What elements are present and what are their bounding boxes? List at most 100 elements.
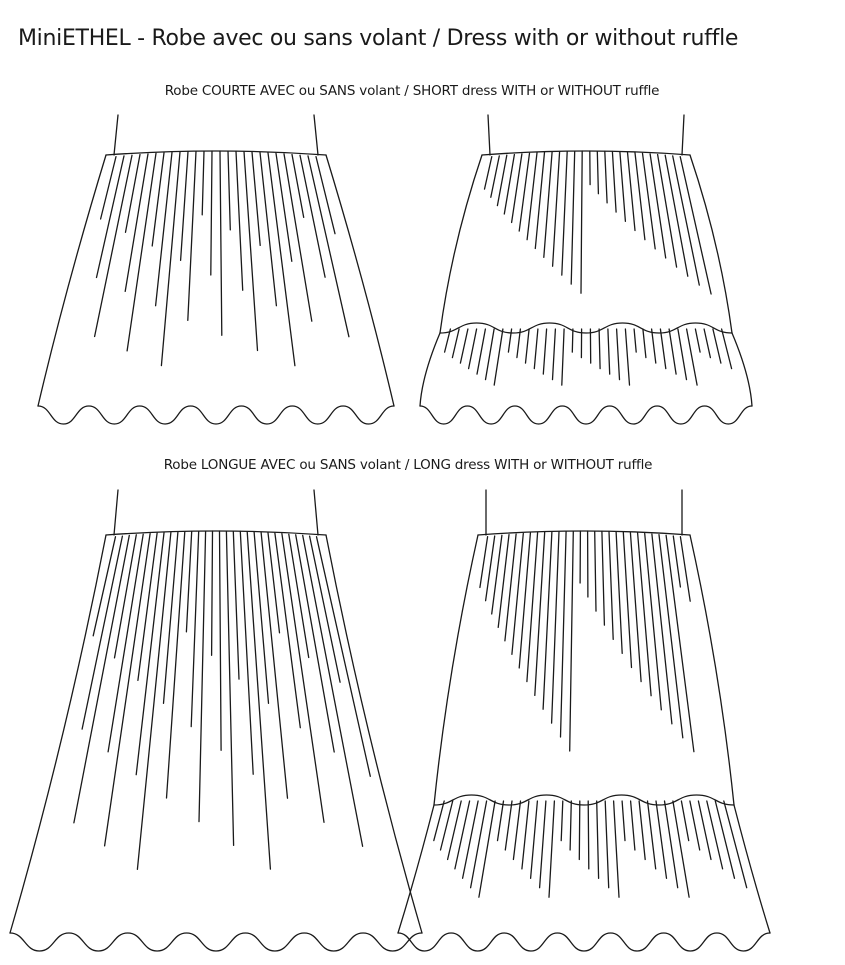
short-dress-with-ruffle-gather-line — [641, 152, 656, 250]
long-dress-with-ruffle-ruffle-gather-line — [569, 800, 572, 851]
short-dress-with-ruffle-ruffle-gather-line — [712, 328, 722, 364]
short-dress-with-ruffle-ruffle-gather-line — [615, 328, 621, 381]
short-dress-without-ruffle-gather-line — [283, 153, 313, 322]
long-dress-with-ruffle-ruffle-gather-line — [672, 800, 690, 898]
short-dress-without-ruffle-side-left — [37, 154, 107, 407]
short-dress-without-ruffle-gather-line — [243, 150, 259, 352]
long-dress-with-ruffle-ruffle-side-right — [733, 804, 771, 934]
short-dress-without-ruffle-gather-line — [201, 150, 205, 216]
short-dress-with-ruffle-ruffle-gather-line — [650, 328, 657, 364]
long-dress-without-ruffle-gather-line — [190, 530, 200, 728]
long-dress-with-ruffle-gather-line — [534, 531, 546, 697]
long-dress-without-ruffle-gather-line — [81, 535, 124, 730]
short-dress-with-ruffle-ruffle-gather-line — [561, 328, 565, 386]
long-dress-without-ruffle-gather-line — [232, 530, 240, 680]
long-dress-with-ruffle-ruffle-side-left — [397, 804, 435, 934]
long-dress-without-ruffle-gather-line — [218, 530, 222, 751]
short-dress-with-ruffle-ruffle-gather-line — [571, 328, 574, 353]
long-dress-with-ruffle-gather-line — [569, 530, 574, 752]
long-dress-without-ruffle-bodice-right — [313, 489, 319, 536]
long-dress-without-ruffle-gather-line — [302, 534, 364, 847]
short-dress-with-ruffle-gather-line — [551, 150, 561, 267]
short-dress-without-ruffle — [37, 114, 395, 425]
short-dress-with-ruffle-ruffle-gather-line — [642, 328, 647, 359]
long-dress-with-ruffle-ruffle-gather-line — [612, 800, 620, 898]
short-dress-without-ruffle-gather-line — [179, 150, 189, 261]
short-dress-with-ruffle-ruffle-gather-line — [476, 328, 487, 375]
long-dress-without-ruffle-side-left — [9, 534, 107, 934]
long-dress-with-ruffle-gather-line — [550, 530, 560, 724]
long-dress-with-ruffle-ruffle-seam — [433, 794, 735, 806]
long-dress-with-ruffle-ruffle-gather-line — [680, 800, 690, 842]
short-dress-with-ruffle-gather-line — [526, 152, 538, 241]
short-dress-without-ruffle-gather-line — [151, 152, 165, 247]
long-dress-without-ruffle-gather-line — [73, 534, 130, 824]
long-dress-with-ruffle-gather-line — [526, 531, 539, 683]
short-dress-with-ruffle-gather-line — [561, 150, 568, 276]
short-dress-with-ruffle-ruffle-gather-line — [542, 328, 548, 375]
long-dress-with-ruffle-ruffle-gather-line — [461, 800, 479, 879]
short-dress-without-ruffle-gather-line — [251, 151, 261, 247]
long-dress-with-ruffle-gather-line — [622, 531, 633, 669]
long-dress-with-ruffle-ruffle-gather-line — [578, 800, 581, 861]
long-dress-with-ruffle-ruffle-gather-line — [697, 800, 712, 861]
short-dress-with-ruffle-ruffle-seam — [439, 322, 733, 334]
short-dress-without-ruffle-gather-line — [299, 154, 326, 278]
short-dress-with-ruffle-ruffle-gather-line — [668, 328, 677, 375]
short-dress-with-ruffle-ruffle-gather-line — [685, 328, 698, 386]
short-dress-with-ruffle-hem — [419, 405, 753, 425]
long-dress-with-ruffle-gather-line — [608, 530, 614, 640]
short-dress-without-ruffle-gather-line — [126, 152, 157, 352]
short-dress-with-ruffle-ruffle-gather-line — [493, 328, 504, 386]
long-dress-with-ruffle-ruffle-gather-line — [714, 800, 736, 879]
short-dress-with-ruffle-ruffle-gather-line — [459, 328, 469, 364]
short-dress-without-ruffle-gather-line — [187, 150, 197, 321]
long-dress-with-ruffle-gather-line — [651, 533, 673, 725]
long-dress-without-ruffle-gather-line — [260, 531, 289, 799]
long-dress-with-ruffle-gather-line — [497, 534, 510, 629]
short-dress-with-ruffle-ruffle-gather-line — [633, 328, 637, 353]
short-dress-with-ruffle-gather-line — [510, 153, 523, 224]
long-dress-with-ruffle-waist-seam — [477, 530, 691, 536]
short-dress-without-ruffle-gather-line — [219, 150, 223, 336]
short-dress-without-ruffle-gather-line — [93, 154, 133, 338]
short-dress-with-ruffle-gather-line — [604, 150, 608, 204]
short-dress-with-ruffle-gather-line — [664, 154, 689, 277]
short-dress-with-ruffle-ruffle-gather-line — [451, 328, 460, 359]
long-dress-with-ruffle-ruffle-gather-line — [433, 800, 445, 842]
long-dress-without-ruffle-gather-line — [185, 530, 193, 633]
long-dress-with-ruffle-ruffle-gather-line — [504, 800, 513, 851]
short-dress-with-ruffle-ruffle-gather-line — [720, 328, 733, 370]
short-dress-with-ruffle-gather-line — [496, 154, 508, 207]
long-dress-with-ruffle-ruffle-gather-line — [587, 800, 590, 870]
short-dress-without-ruffle-gather-line — [291, 153, 305, 219]
short-dress-with-ruffle-gather-line — [611, 150, 617, 213]
short-dress-without-ruffle-gather-line — [124, 153, 149, 293]
long-dress-without-ruffle-gather-line — [210, 530, 214, 656]
short-dress-with-ruffle-ruffle-gather-line — [607, 328, 611, 375]
long-dress-without-ruffle-gather-line — [162, 531, 179, 704]
long-dress-with-ruffle-ruffle-gather-line — [478, 800, 496, 898]
short-dress-with-ruffle-ruffle-gather-line — [551, 328, 557, 381]
long-dress-with-ruffle-gather-line — [644, 532, 662, 711]
short-dress-with-ruffle-gather-line — [534, 151, 546, 250]
long-dress-without-ruffle-gather-line — [315, 536, 371, 777]
long-dress-with-ruffle-hem — [397, 932, 771, 952]
short-dress-without-ruffle-gather-line — [227, 150, 231, 231]
short-dress-with-ruffle-gather-line — [580, 150, 583, 294]
short-dress-with-ruffle-ruffle-gather-line — [524, 328, 530, 364]
short-dress-without-ruffle-gather-line — [124, 153, 141, 233]
long-dress-without-ruffle-gather-line — [246, 531, 272, 870]
long-dress-without-ruffle — [9, 489, 423, 952]
short-dress-with-ruffle-gather-line — [543, 151, 553, 258]
short-dress-with-ruffle-side-right — [689, 154, 733, 334]
long-dress-without-ruffle-gather-line — [253, 531, 270, 704]
short-dress-with-ruffle-gather-line — [570, 150, 576, 285]
short-dress-with-ruffle-ruffle-gather-line — [624, 328, 631, 386]
long-dress-with-ruffle-gather-line — [518, 532, 532, 669]
short-dress-with-ruffle-ruffle-gather-line — [443, 328, 452, 353]
short-dress-with-ruffle-gather-line — [649, 153, 667, 259]
long-dress-without-ruffle-gather-line — [107, 533, 144, 753]
short-dress-without-ruffle-gather-line — [307, 155, 350, 338]
short-dress-with-ruffle — [419, 114, 753, 425]
